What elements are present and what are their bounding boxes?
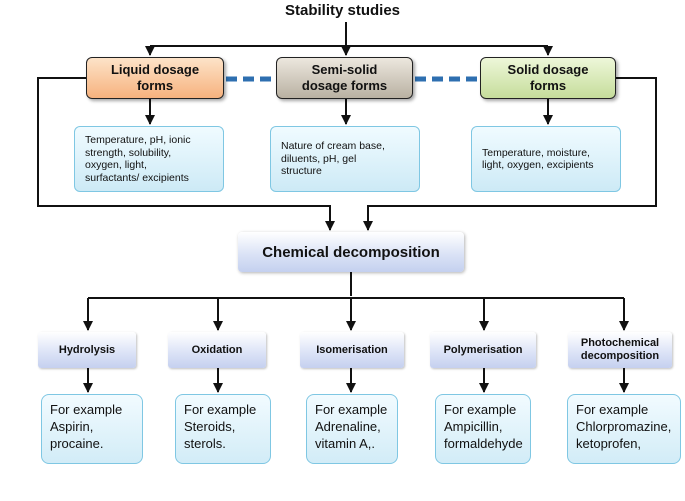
liquid-dosage-forms-box: Liquid dosage forms (86, 57, 224, 99)
example-line: For example (50, 402, 123, 417)
semi-solid-label-2: dosage forms (301, 78, 388, 93)
reaction-label: Isomerisation (316, 343, 388, 356)
factor-line: Temperature, pH, ionic (85, 134, 191, 146)
factor-line: oxygen, light, (85, 159, 147, 171)
example-line: Adrenaline, (315, 419, 381, 434)
factor-line: strength, solubility, (85, 146, 172, 159)
liquid-dosage-label-2: forms (136, 78, 174, 93)
factor-line: structure (281, 165, 322, 178)
factor-line: light, oxygen, excipients (482, 159, 594, 171)
semi-solid-factors-box: Nature of cream base, diluents, pH, gel … (270, 126, 420, 192)
polymerisation-box: Polymerisation (430, 332, 536, 368)
factor-line: Temperature, moisture, (482, 146, 590, 159)
solid-dosage-forms-box: Solid dosage forms (480, 57, 616, 99)
reaction-label: Polymerisation (443, 343, 523, 356)
example-line: For example (184, 402, 257, 417)
factor-line: surfactants/ excipients (85, 171, 189, 184)
diagram-title: Stability studies (284, 2, 401, 19)
reaction-label: Oxidation (191, 343, 243, 356)
example-line: sterols. (184, 436, 226, 451)
reaction-label: Photochemical (580, 337, 660, 349)
example-line: vitamin A,. (315, 436, 375, 451)
chemical-decomposition-box: Chemical decomposition (238, 232, 464, 272)
liquid-dosage-label-1: Liquid dosage (110, 62, 200, 77)
example-line: procaine. (50, 436, 104, 451)
example-line: formaldehyde (444, 436, 523, 451)
example-line: For example (576, 402, 649, 417)
reaction-label: Hydrolysis (58, 343, 116, 356)
hydrolysis-box: Hydrolysis (38, 332, 136, 368)
liquid-factors-box: Temperature, pH, ionic strength, solubil… (74, 126, 224, 192)
example-line: ketoprofen, (576, 436, 642, 451)
example-line: Ampicillin, (444, 419, 503, 434)
photochemical-decomposition-box: Photochemical decomposition (568, 332, 672, 368)
oxidation-box: Oxidation (168, 332, 266, 368)
isomerisation-box: Isomerisation (300, 332, 404, 368)
solid-factors-box: Temperature, moisture, light, oxygen, ex… (471, 126, 621, 192)
solid-dosage-label-2: forms (529, 78, 567, 93)
factor-line: Nature of cream base, (281, 140, 385, 153)
example-line: Chlorpromazine, (576, 419, 672, 434)
right-loop (363, 77, 657, 231)
semi-solid-label-1: Semi-solid (311, 62, 378, 77)
semi-solid-dosage-forms-box: Semi-solid dosage forms (276, 57, 413, 99)
photochemical-example-box: For example Chlorpromazine, ketoprofen, (567, 394, 681, 464)
example-line: For example (444, 402, 517, 417)
example-line: For example (315, 402, 388, 417)
example-line: Steroids, (184, 419, 236, 434)
reaction-label: decomposition (580, 350, 660, 362)
hydrolysis-example-box: For example Aspirin, procaine. (41, 394, 143, 464)
isomerisation-example-box: For example Adrenaline, vitamin A,. (306, 394, 398, 464)
factor-line: diluents, pH, gel (281, 152, 357, 165)
example-line: Aspirin, (50, 419, 94, 434)
polymerisation-example-box: For example Ampicillin, formaldehyde (435, 394, 531, 464)
left-loop (37, 77, 335, 231)
solid-dosage-label-1: Solid dosage (507, 62, 589, 77)
oxidation-example-box: For example Steroids, sterols. (175, 394, 271, 464)
